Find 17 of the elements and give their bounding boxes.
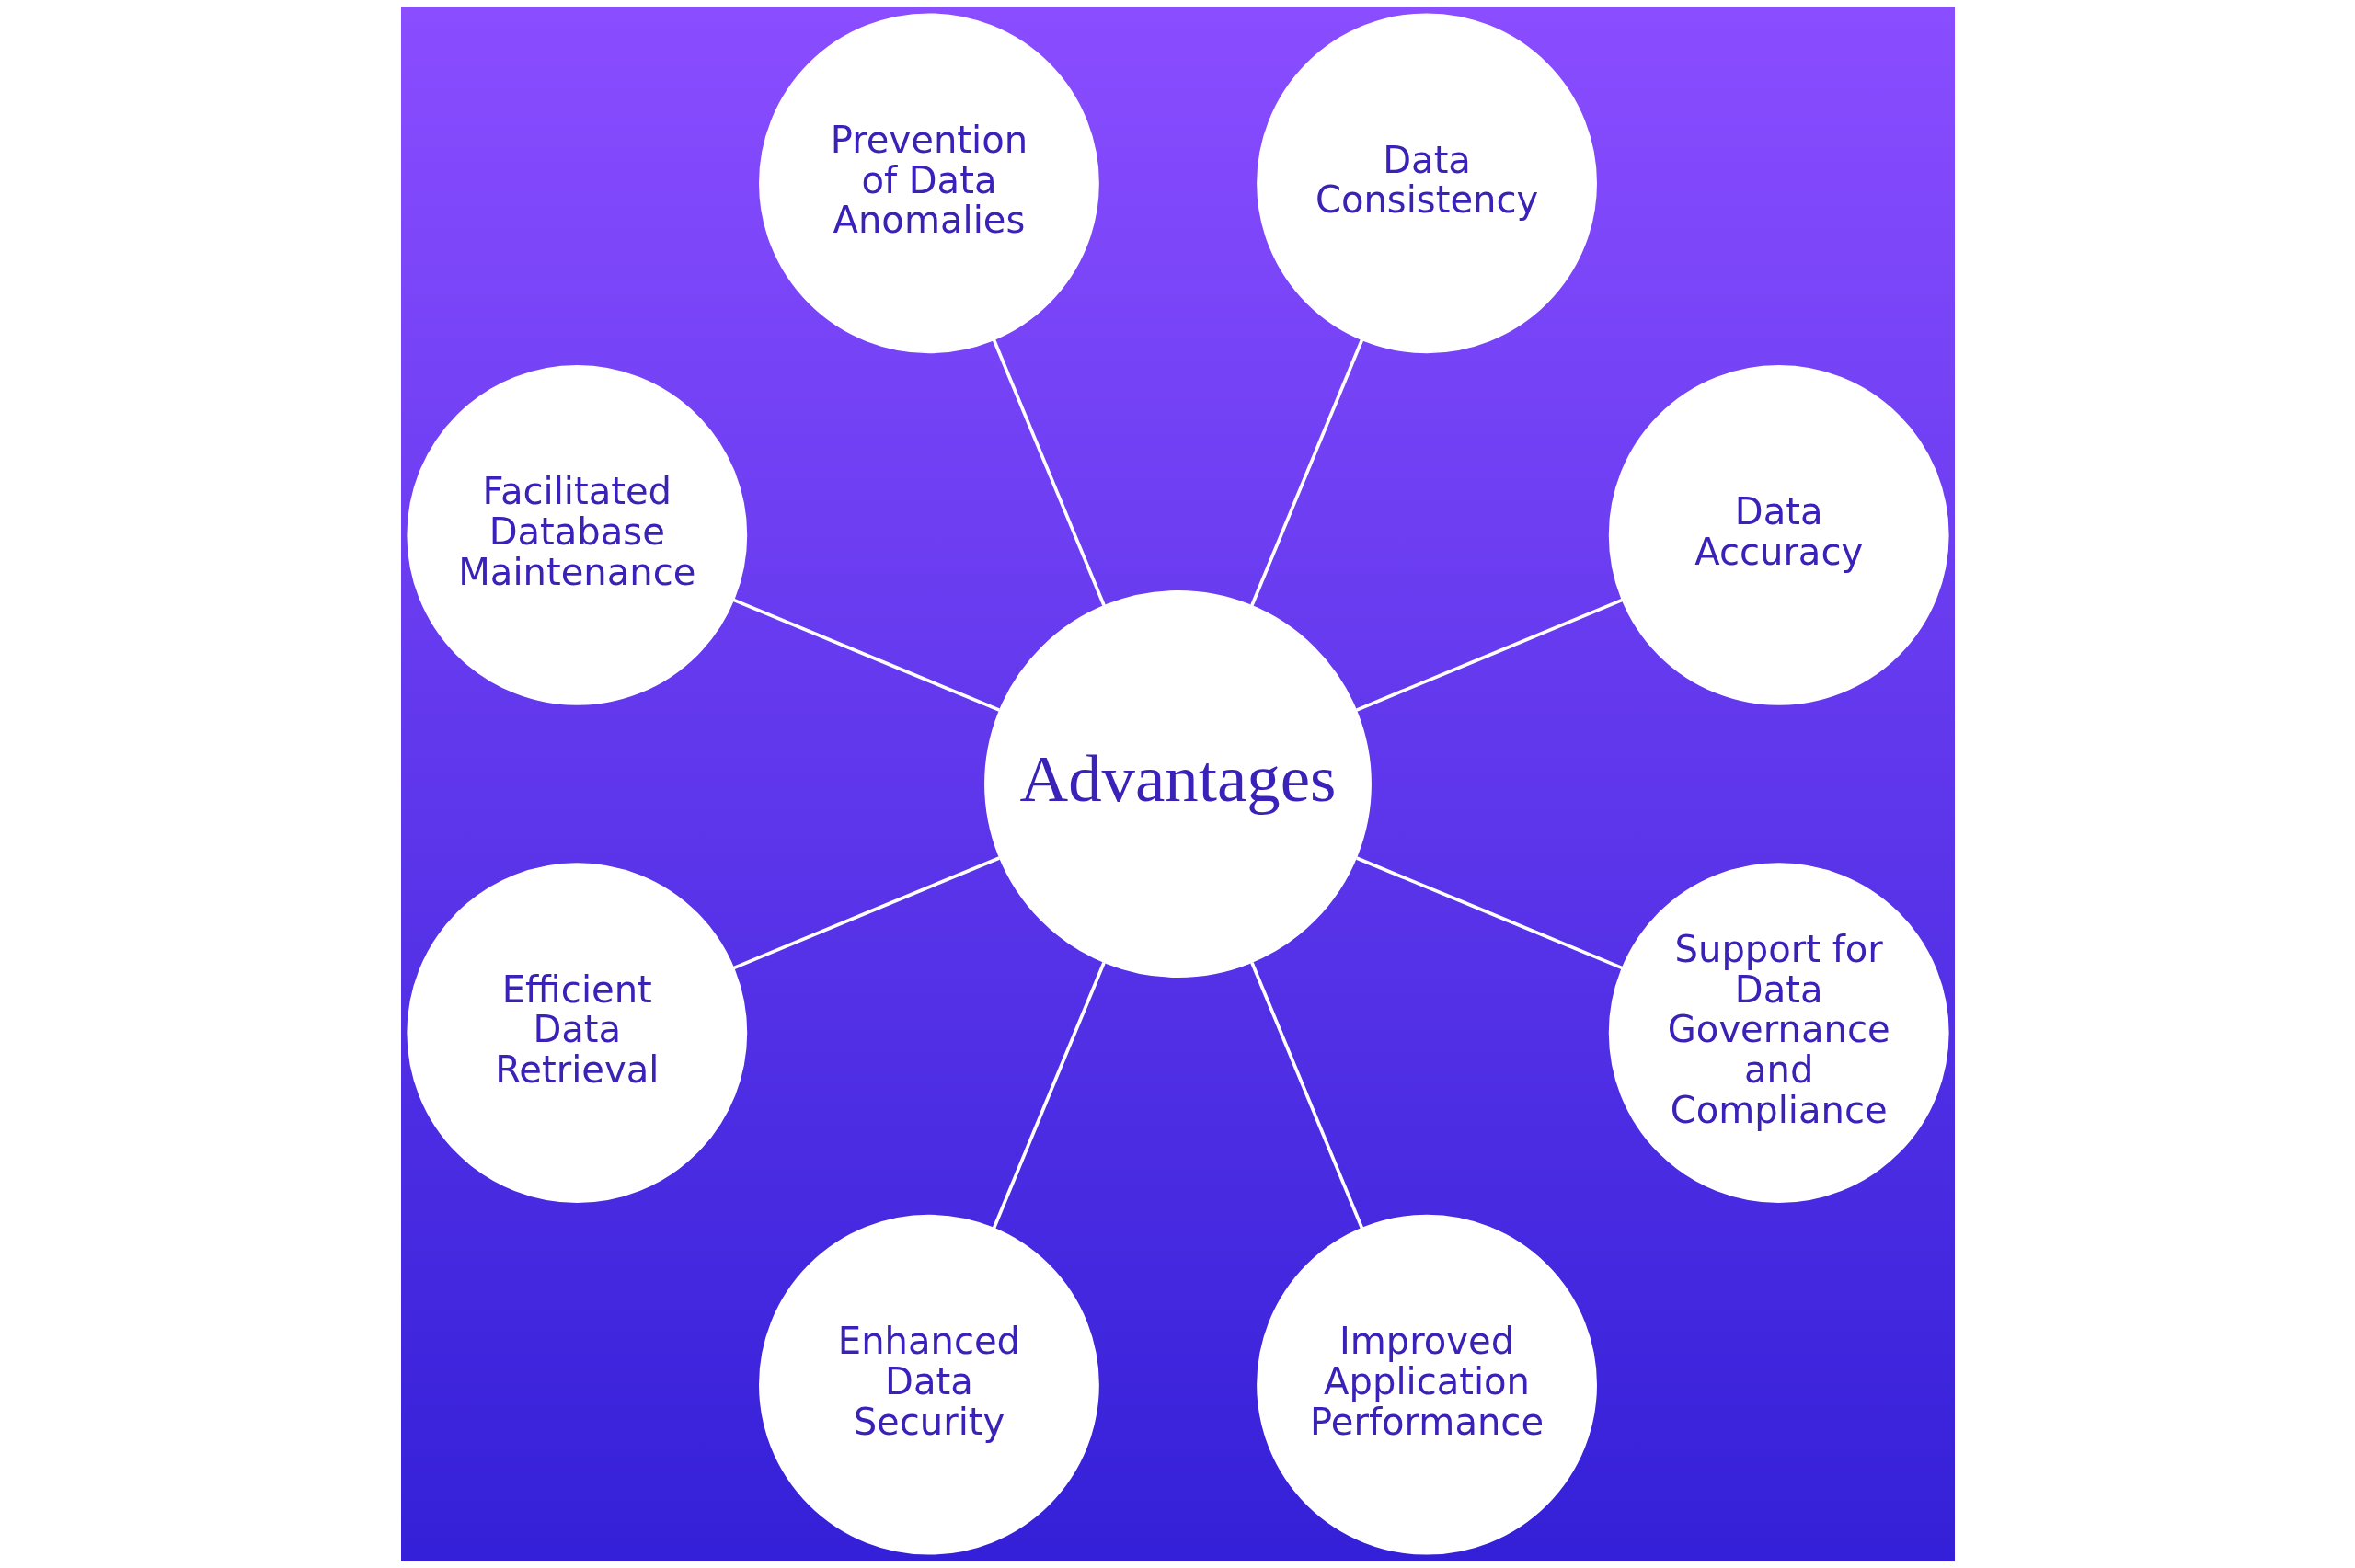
connector (1249, 962, 1363, 1230)
connector (1355, 598, 1623, 712)
connector (1249, 338, 1363, 606)
connector (992, 338, 1106, 606)
node-circle: Data Accuracy (1608, 365, 1949, 705)
node-circle: Efficient Data Retrieval (406, 863, 747, 1203)
node-circle: Improved Application Performance (1256, 1214, 1597, 1555)
node-circle: Facilitated Database Maintenance (406, 365, 747, 705)
connector (992, 962, 1106, 1230)
connector (732, 598, 1000, 712)
connector (1355, 856, 1623, 970)
node-circle: Advantages (983, 590, 1372, 978)
node-circle: Prevention of Data Anomalies (758, 13, 1099, 354)
node-circle: Data Consistency (1256, 13, 1597, 354)
connector (732, 856, 1000, 970)
node-circle: Support for Data Governance and Compliance (1608, 863, 1949, 1203)
node-circle: Enhanced Data Security (758, 1214, 1099, 1555)
